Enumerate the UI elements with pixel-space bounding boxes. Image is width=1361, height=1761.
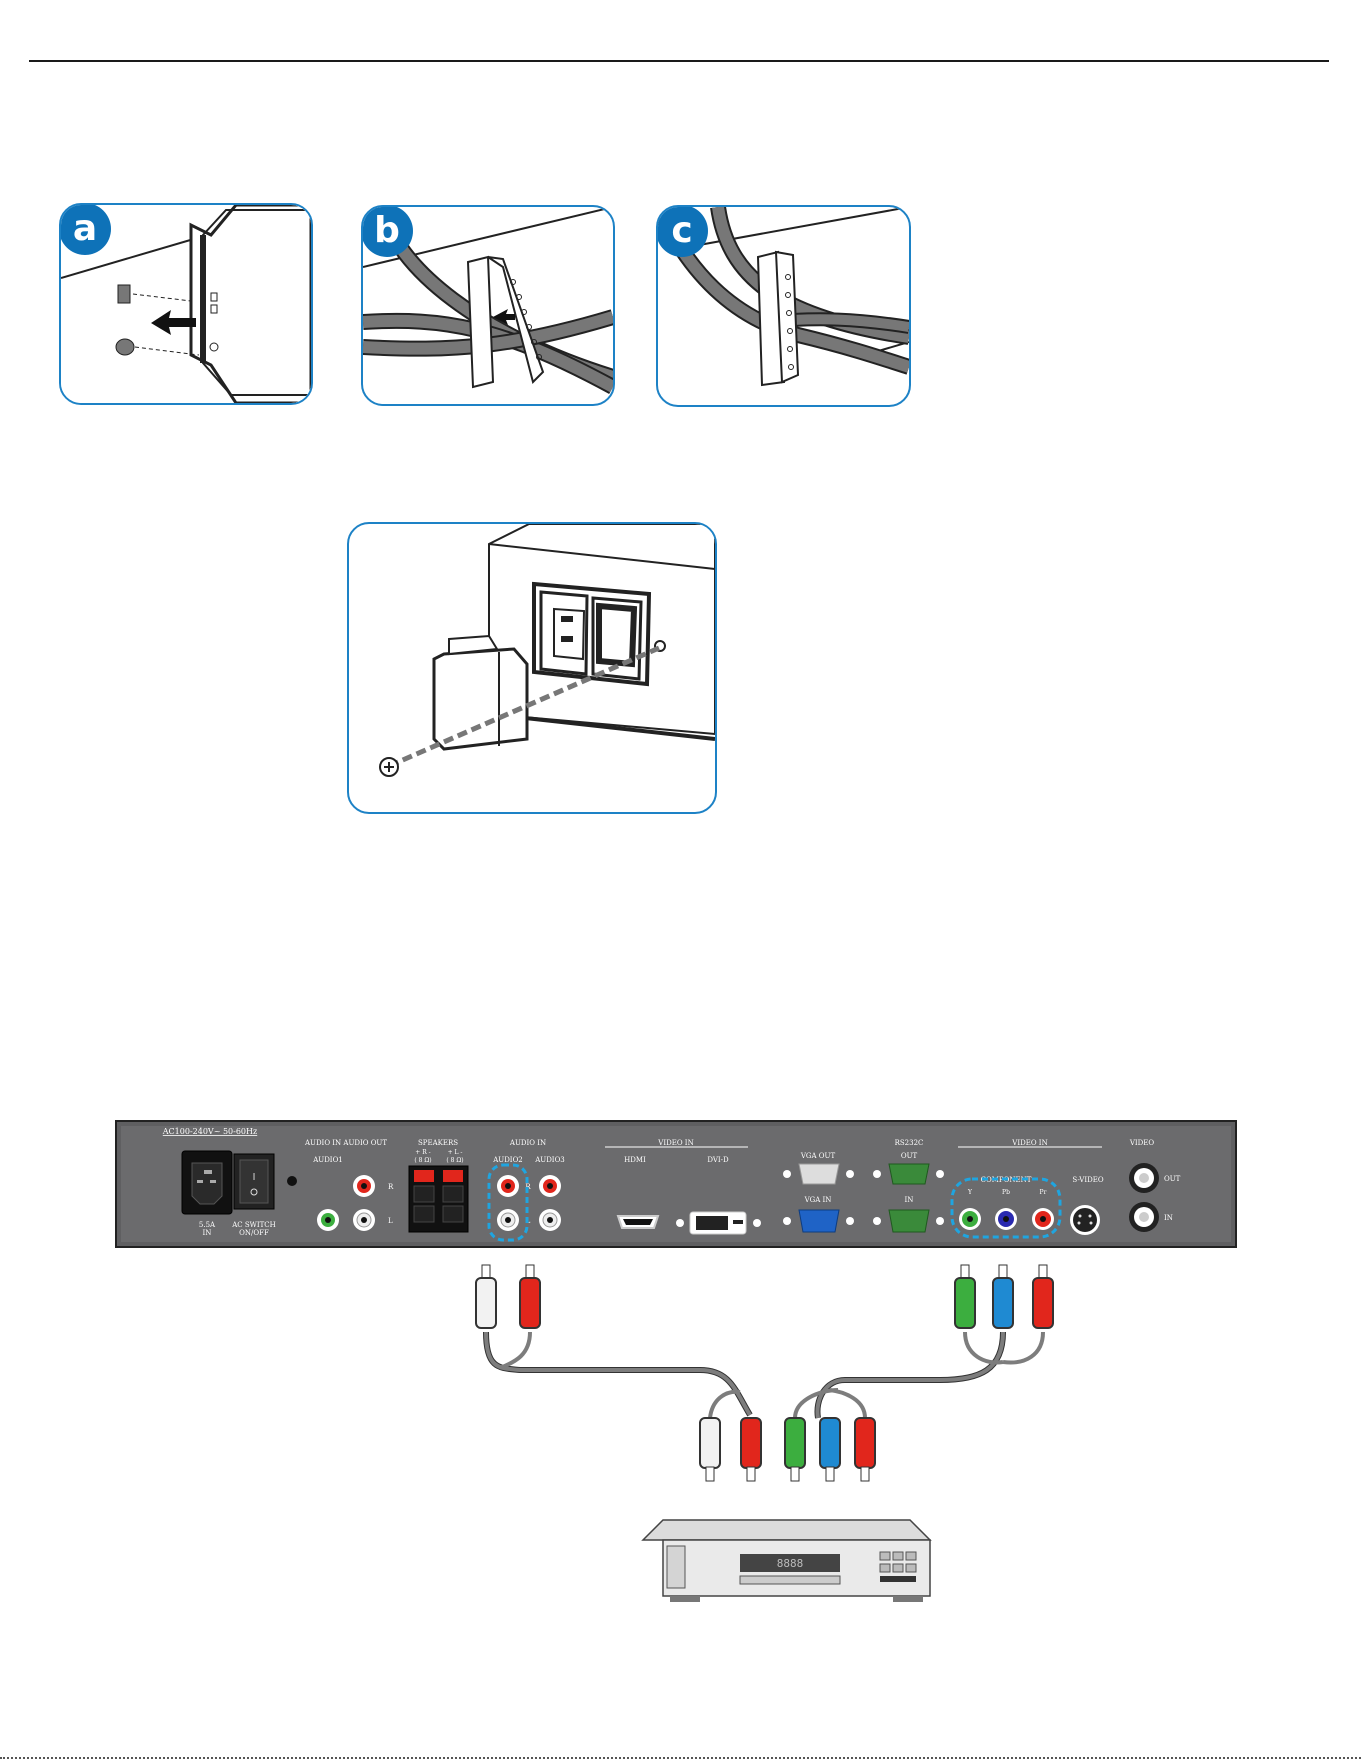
rs232c-out-port[interactable] [889,1164,929,1184]
power-rating-label: AC100-240V~ 50-60Hz [162,1127,257,1136]
speaker-r-label: + R - [415,1149,430,1156]
vga-in-label: VGA IN [804,1196,832,1204]
audio2-r-jack[interactable] [505,1183,511,1189]
audio-in-group-label: AUDIO IN [509,1139,546,1147]
step-a-panel: a [59,203,313,405]
audio3-label: AUDIO3 [534,1156,565,1164]
rs232c-label: RS232C [895,1139,924,1147]
video-out-label: OUT [1164,1175,1181,1183]
component-y-jack[interactable] [967,1216,973,1222]
vga-in-port[interactable] [799,1210,839,1232]
audio3-l-jack[interactable] [547,1217,553,1223]
rs232c-in-port[interactable] [889,1210,929,1232]
video-in-analog-label: VIDEO IN [1011,1139,1047,1147]
audio1-label: AUDIO1 [312,1156,343,1164]
rs232c-out-label: OUT [901,1152,918,1160]
top-rule [29,60,1329,62]
component-pb-jack[interactable] [1003,1216,1009,1222]
audio2-label: AUDIO2 [492,1156,523,1164]
audio-out-r-jack[interactable] [361,1183,367,1189]
hdmi-label: HDMI [624,1156,646,1164]
audio-cable [486,1332,750,1415]
speaker-l-label: + L - [448,1149,463,1156]
audio-plugs-bottom [700,1418,761,1481]
video-out-jack[interactable] [1139,1173,1149,1183]
audio3-r-jack[interactable] [547,1183,553,1189]
step-b-badge: b [361,205,413,257]
dvd-display: 8888 [777,1557,804,1570]
step-b-panel: b [361,205,615,406]
audio2-l-jack[interactable] [505,1217,511,1223]
video-in-label: IN [1164,1214,1173,1222]
speaker-l-ohm: ( 8 Ω) [446,1157,463,1164]
audio-plugs-top [476,1265,540,1328]
svideo-port[interactable] [1073,1208,1097,1232]
power-inlet-cover-panel [347,522,717,814]
speakers-label: SPEAKERS [418,1139,458,1147]
dvi-label: DVI-D [707,1156,729,1164]
audio-out-l-label: L [388,1217,393,1225]
audio1-in-jack[interactable] [325,1217,331,1223]
kensington-hole [287,1176,297,1186]
pb-label: Pb [1002,1189,1010,1196]
svideo-label: S-VIDEO [1072,1176,1103,1184]
vga-out-port[interactable] [799,1164,839,1184]
pr-label: Pr [1040,1189,1047,1196]
audio-out-r-label: R [388,1183,394,1191]
dvd-player: 8888 [643,1520,930,1602]
video-in-jack[interactable] [1139,1212,1149,1222]
svg-text:I: I [253,1172,256,1183]
audio-out-l-jack[interactable] [361,1217,367,1223]
component-plugs-bottom [785,1418,875,1481]
step-c-badge: c [656,205,708,257]
audio-in-out-label: AUDIO IN AUDIO OUT [304,1139,387,1147]
step-c-panel: c [656,205,911,407]
footer-rule [0,1757,1361,1759]
speaker-r-ohm: ( 8 Ω) [414,1157,431,1164]
component-plugs-top [955,1265,1053,1328]
video-label: VIDEO [1129,1139,1155,1147]
component-pr-jack[interactable] [1040,1216,1046,1222]
rs232c-in-label: IN [905,1196,914,1204]
vga-out-label: VGA OUT [800,1152,836,1160]
ac-inlet-cover-screw-illustration [349,524,715,812]
step-a-badge: a [59,203,111,255]
video-in-digital-label: VIDEO IN [657,1139,693,1147]
